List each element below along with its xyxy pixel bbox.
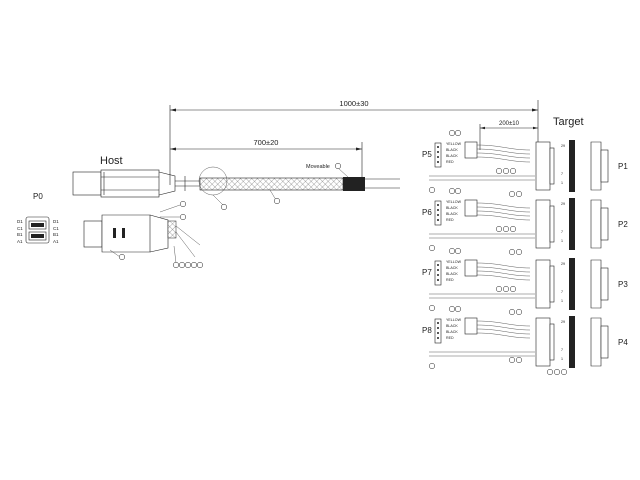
wire-label: BLACK xyxy=(446,266,458,270)
pin-label: A1 xyxy=(17,239,23,244)
wire-label: BLACK xyxy=(446,212,458,216)
target-label: Target xyxy=(553,116,584,128)
pin-label: 29 xyxy=(561,202,565,206)
port-label: P5 xyxy=(422,150,432,159)
wire-label: YELLOW xyxy=(446,318,462,322)
breakout-row-p6: P6 YELLOW BLACK BLACK RED 29 7 1 P2 xyxy=(422,187,628,256)
pin-label: 1 xyxy=(561,181,563,185)
target-port-label: P1 xyxy=(618,162,628,171)
wire-label: YELLOW xyxy=(446,260,462,264)
p0-connector-face: D1 C1 B1 A1 D1 C1 B1 A1 xyxy=(17,216,59,244)
wire-label: BLACK xyxy=(446,324,458,328)
breakout-row-p8: P8 YELLOW BLACK BLACK RED 29 7 1 P4 xyxy=(422,305,628,376)
port-label: P8 xyxy=(422,326,432,335)
target-port-label: P3 xyxy=(618,280,628,289)
dimension-overall: 1000±30 xyxy=(169,99,539,185)
wire-label: RED xyxy=(446,218,454,222)
wire-label: RED xyxy=(446,160,454,164)
pin-label: 29 xyxy=(561,320,565,324)
wire-label: BLACK xyxy=(446,272,458,276)
pin-label: C1 xyxy=(17,226,23,231)
wire-label: BLACK xyxy=(446,206,458,210)
wire-label: RED xyxy=(446,336,454,340)
dim-breakout-label: 200±10 xyxy=(499,121,520,127)
wire-label: YELLOW xyxy=(446,142,462,146)
target-port-label: P2 xyxy=(618,220,628,229)
wire-label: YELLOW xyxy=(446,200,462,204)
wire-label: BLACK xyxy=(446,154,458,158)
target-port-label: P4 xyxy=(618,338,628,347)
host-label: Host xyxy=(100,155,123,167)
pin-label: B1 xyxy=(53,232,59,237)
pin-label: D1 xyxy=(53,219,59,224)
pin-label: A1 xyxy=(53,239,59,244)
pin-label: 7 xyxy=(561,290,563,294)
moveable-label: Moveable xyxy=(306,164,330,170)
pin-label: C1 xyxy=(53,226,59,231)
wire-label: BLACK xyxy=(446,148,458,152)
dim-host-leg-label: 700±20 xyxy=(254,138,279,147)
breakout-row-p5: P5 YELLOW BLACK BLACK RED 29 7 1 P1 xyxy=(422,129,628,198)
wire-label: BLACK xyxy=(446,330,458,334)
pin-label: D1 xyxy=(17,219,23,224)
pin-label: 1 xyxy=(561,357,563,361)
pin-label: 7 xyxy=(561,230,563,234)
wire-label: RED xyxy=(446,278,454,282)
dim-overall-label: 1000±30 xyxy=(339,99,368,108)
pin-label: 1 xyxy=(561,239,563,243)
p0-label: P0 xyxy=(33,192,43,201)
braided-cable: Moveable xyxy=(198,162,400,211)
port-label: P7 xyxy=(422,268,432,277)
breakout-row-p7: P7 YELLOW BLACK BLACK RED 29 7 1 P3 xyxy=(422,247,628,316)
pin-label: 7 xyxy=(561,348,563,352)
dimension-breakout: 200±10 xyxy=(479,121,538,150)
pin-label: 29 xyxy=(561,262,565,266)
pin-label: 1 xyxy=(561,299,563,303)
pin-label: 29 xyxy=(561,144,565,148)
port-label: P6 xyxy=(422,208,432,217)
pin-label: B1 xyxy=(17,232,23,237)
host-connector-side xyxy=(83,200,204,269)
pin-label: 7 xyxy=(561,172,563,176)
